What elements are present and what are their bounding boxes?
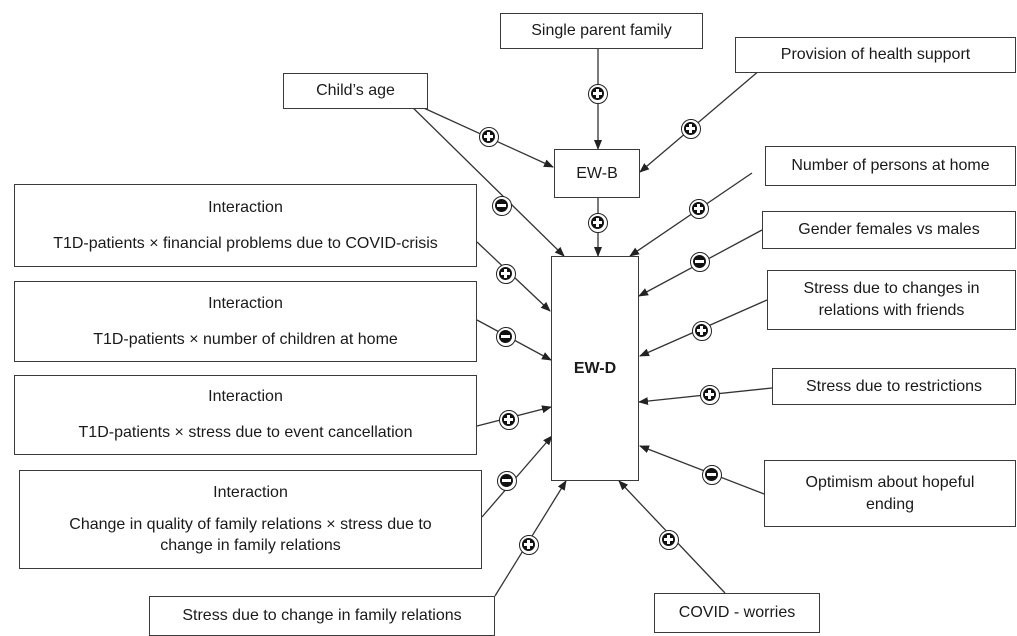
node-optimism-about-hopeful-ending: Optimism about hopeful ending <box>764 460 1016 527</box>
edge-childs-age-to-ewd <box>403 98 565 257</box>
node-label: Stress due to restrictions <box>805 377 983 395</box>
node-provision-of-health-support: Provision of health support <box>735 37 1016 73</box>
plus-sign-icon <box>496 264 516 284</box>
node-label: Provision of health support <box>780 46 971 64</box>
interaction-heading: Interaction <box>208 294 283 312</box>
edge-health-support-to-ewb <box>639 69 761 173</box>
interaction-heading: Interaction <box>213 484 288 502</box>
node-covid-worries: COVID - worries <box>654 593 820 633</box>
node-interaction-1: Interaction T1D-patients × financial pro… <box>14 184 477 267</box>
plus-sign-icon <box>519 535 539 555</box>
plus-sign-icon <box>499 410 519 430</box>
interaction-text: T1D-patients × stress due to event cance… <box>78 424 413 441</box>
node-label: Single parent family <box>531 22 672 40</box>
interaction-text: T1D-patients × financial problems due to… <box>53 234 438 252</box>
minus-sign-icon <box>496 327 516 347</box>
node-stress-change-in-family-relations: Stress due to change in family relations <box>149 596 495 636</box>
node-label: Number of persons at home <box>791 157 990 175</box>
node-label: EW-B <box>576 164 618 182</box>
node-stress-due-to-restrictions: Stress due to restrictions <box>772 368 1016 405</box>
plus-sign-icon <box>588 213 608 233</box>
node-label: Stress due to changes in relations with … <box>803 280 980 319</box>
minus-sign-icon <box>492 196 512 216</box>
edge-childs-age-to-ewb <box>403 98 554 168</box>
plus-sign-icon <box>588 84 608 104</box>
minus-sign-icon <box>497 471 517 491</box>
plus-sign-icon <box>479 127 499 147</box>
node-label: COVID - worries <box>678 604 796 622</box>
node-number-of-persons-at-home: Number of persons at home <box>765 146 1016 186</box>
node-stress-relations-with-friends: Stress due to changes in relations with … <box>767 270 1016 330</box>
minus-sign-icon <box>702 465 722 485</box>
interaction-heading: Interaction <box>208 388 283 406</box>
minus-sign-icon <box>690 252 710 272</box>
node-interaction-3: Interaction T1D-patients × stress due to… <box>14 375 477 455</box>
node-childs-age: Child’s age <box>283 73 428 109</box>
node-ew-d: EW-D <box>551 256 639 481</box>
node-label: Child’s age <box>316 82 395 100</box>
node-label: Gender females vs males <box>798 221 980 239</box>
interaction-text: T1D-patients × number of children at hom… <box>93 330 398 348</box>
interaction-text: Change in quality of family relations × … <box>69 515 432 555</box>
plus-sign-icon <box>689 199 709 219</box>
node-interaction-2: Interaction T1D-patients × number of chi… <box>14 281 477 362</box>
plus-sign-icon <box>659 530 679 550</box>
plus-sign-icon <box>681 119 701 139</box>
node-interaction-4: Interaction Change in quality of family … <box>19 470 482 569</box>
interaction-heading: Interaction <box>208 198 283 216</box>
node-label: Stress due to change in family relations <box>182 607 462 625</box>
plus-sign-icon <box>700 385 720 405</box>
node-single-parent-family: Single parent family <box>500 13 703 49</box>
node-label: EW-D <box>573 359 617 377</box>
node-ew-b: EW-B <box>554 149 640 198</box>
node-label: Optimism about hopeful ending <box>805 473 975 513</box>
node-gender-females-vs-males: Gender females vs males <box>762 211 1016 249</box>
plus-sign-icon <box>692 321 712 341</box>
edge-interaction4-to-ewd <box>481 435 553 518</box>
